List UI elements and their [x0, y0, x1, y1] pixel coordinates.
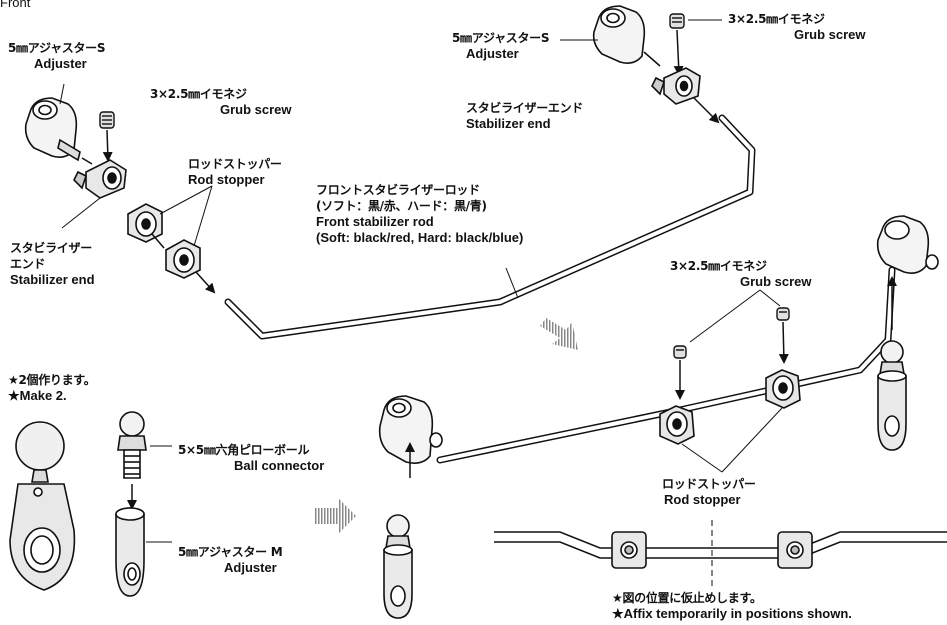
label-jp: 3×2.5㎜イモネジ: [728, 12, 825, 26]
label-ball-connector: 5×5㎜六角ピローボール Ball connector: [178, 442, 324, 474]
label-stabilizer-end-right: スタビライザーエンド Stabilizer end: [466, 100, 583, 132]
label-adjuster-s-right: 5㎜アジャスターS Adjuster: [452, 30, 550, 62]
guide-line-1: [81, 157, 93, 165]
label-en: Ball connector: [234, 458, 325, 473]
assembled-adjuster-left: [378, 395, 443, 464]
label-jp: フロントスタビライザーロッド: [316, 183, 480, 197]
ball-connector: [117, 411, 147, 479]
arrow-right-to-rod: [693, 97, 720, 124]
label-jp: 5㎜アジャスターS: [8, 41, 106, 55]
label-jp: ロッドストッパー: [662, 477, 756, 491]
adjuster-m: [115, 507, 145, 597]
position-reference: [494, 520, 947, 586]
label-jp: 3×2.5㎜イモネジ: [670, 259, 767, 273]
label-en: ★Affix temporarily in positions shown.: [612, 606, 852, 621]
label-affix-note: ★図の位置に仮止めします。 ★Affix temporarily in posi…: [612, 590, 852, 622]
label-jp: (ソフト：黒/赤、ハード：黒/青): [316, 199, 487, 213]
leaders-grub-assembled: [689, 289, 781, 343]
guide-line-3: [643, 51, 661, 67]
label-en: Rod stopper: [664, 492, 741, 507]
stabilizer-end-right-top: [651, 67, 701, 105]
label-en: Rod stopper: [188, 172, 265, 187]
hatched-arrow-diagonal: [540, 318, 578, 350]
label-grub-screw-right-top: 3×2.5㎜イモネジ Grub screw: [728, 11, 866, 43]
label-en: ★Make 2.: [8, 388, 67, 403]
label-front-stabilizer-rod: フロントスタビライザーロッド (ソフト：黒/赤、ハード：黒/青) Front s…: [316, 182, 523, 246]
label-jp: ロッドストッパー: [188, 157, 282, 171]
label-jp: 5㎜アジャスター M: [178, 545, 283, 559]
assembled-ball-adjuster-m: [383, 514, 413, 619]
leaders-left: [59, 83, 213, 247]
label-jp: 3×2.5㎜イモネジ: [150, 87, 247, 101]
label-make-two: ★2個作ります。 ★Make 2.: [8, 372, 96, 404]
rod-stopper-left-2: [165, 239, 201, 279]
arrow-grub-right-top: [673, 29, 684, 76]
adjuster-s-left: [24, 97, 81, 162]
label-stabilizer-end-left: スタビライザー エンド Stabilizer end: [10, 240, 95, 288]
position-stopper-2: [777, 531, 813, 569]
assembled-rod-stopper-2: [765, 369, 801, 409]
assembled-adjuster-right: [876, 215, 939, 274]
label-en: Front stabilizer rod: [316, 214, 434, 229]
arrow-grub-left: [102, 129, 113, 162]
label-jp: スタビライザー: [10, 241, 92, 255]
label-grub-screw-left: 3×2.5㎜イモネジ Grub screw: [150, 86, 292, 118]
assembled-grub-screws: [673, 307, 790, 359]
hatched-arrow-right: [314, 498, 356, 534]
label-en: Stabilizer end: [10, 272, 95, 287]
leaders-rod-stopper-assembled: [681, 407, 783, 473]
label-en: Grub screw: [794, 27, 866, 42]
label-jp: スタビライザーエンド: [466, 101, 584, 115]
label-adjuster-m: 5㎜アジャスター M Adjuster: [178, 544, 283, 576]
guide-line-2: [151, 233, 165, 249]
label-jp: 5×5㎜六角ピローボール: [178, 443, 310, 457]
label-rod-stopper-assembled: ロッドストッパー Rod stopper: [662, 476, 756, 508]
label-en: Grub screw: [740, 274, 812, 289]
assembled-ball-adjuster-right: [877, 340, 907, 451]
label-jp: ★図の位置に仮止めします。: [612, 591, 762, 605]
label-adjuster-s-left: 5㎜アジャスターS Adjuster: [8, 40, 106, 72]
label-en: Grub screw: [220, 102, 292, 117]
label-rod-stopper-left: ロッドストッパー Rod stopper: [188, 156, 282, 188]
label-en: Stabilizer end: [466, 116, 551, 131]
rod-stopper-left-1: [127, 203, 163, 243]
label-jp: ★2個作ります。: [8, 373, 96, 387]
adjuster-s-right: [592, 5, 646, 64]
label-en: (Soft: black/red, Hard: black/blue): [316, 230, 524, 245]
label-grub-screw-assembled: 3×2.5㎜イモネジ Grub screw: [670, 258, 812, 290]
assembled-rod: [436, 266, 896, 464]
header-fragment: Front: [0, 0, 31, 10]
label-jp: 5㎜アジャスターS: [452, 31, 550, 45]
ball-end-cutaway: [9, 421, 76, 591]
grub-screw-right-top: [669, 13, 685, 29]
label-jp: エンド: [10, 257, 46, 271]
position-stopper-1: [611, 531, 647, 569]
label-en: Adjuster: [466, 46, 519, 61]
label-en: Adjuster: [34, 56, 87, 71]
arrow-grub-assembled-2: [778, 321, 789, 364]
label-en: Adjuster: [224, 560, 277, 575]
stabilizer-end-left: [73, 159, 127, 199]
arrow-left-to-rod: [195, 271, 216, 294]
grub-screw-left: [99, 111, 115, 129]
rod-leader: [505, 267, 519, 299]
front-stabilizer-rod: [224, 114, 756, 340]
assembled-rod-stopper-1: [659, 405, 695, 445]
